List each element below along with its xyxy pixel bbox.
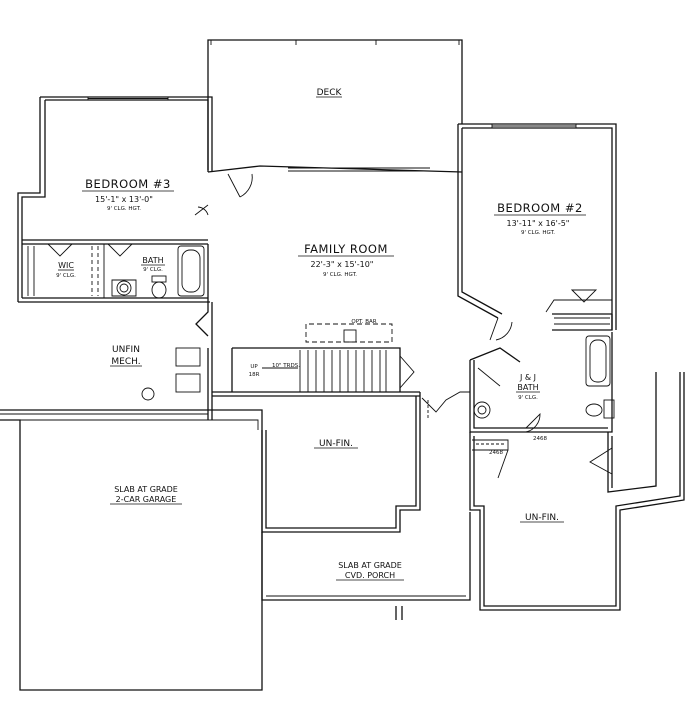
bath-ceiling: 9' CLG. xyxy=(143,267,163,273)
bedroom-3-size: 15'-1" x 13'-0" xyxy=(95,195,153,204)
mech-unit-1 xyxy=(175,347,201,367)
unfin-center-label: UN-FIN. xyxy=(319,439,353,449)
stairs-risers: 18R xyxy=(249,372,260,378)
jj-bath-ceiling: 9' CLG. xyxy=(518,395,538,401)
porch-line1: SLAB AT GRADE xyxy=(338,561,402,570)
door-code-1: 2468 xyxy=(533,436,547,442)
jj-bath-line2: BATH xyxy=(517,383,538,392)
jj-bath-line1: J & J xyxy=(519,373,536,382)
unfin-right-walls xyxy=(469,372,685,611)
bedroom-2-ceiling: 9' CLG. HGT. xyxy=(521,230,555,236)
bedroom-2-walls xyxy=(457,123,617,341)
wic-ceiling: 9' CLG. xyxy=(56,273,76,279)
deck-label: DECK xyxy=(317,88,343,98)
unfin-mech-line2: MECH. xyxy=(111,357,140,367)
bedroom-3-walls xyxy=(17,96,213,303)
garage-line1: SLAB AT GRADE xyxy=(114,485,178,494)
family-room-ceiling: 9' CLG. HGT. xyxy=(323,272,357,278)
family-room-walls xyxy=(195,165,463,420)
stairs-up: UP xyxy=(250,364,258,370)
family-room-size: 22'-3" x 15'-10" xyxy=(311,260,374,269)
wic-closet xyxy=(27,243,105,298)
opt-bar xyxy=(305,323,393,343)
opt-bar-label: OPT. BAR xyxy=(351,319,376,325)
unfin-mech-line1: UNFIN xyxy=(112,345,140,355)
bath-name: BATH xyxy=(142,256,163,265)
deck-outline xyxy=(207,39,463,170)
stairs xyxy=(231,347,415,392)
bedroom-3-ceiling: 9' CLG. HGT. xyxy=(107,206,141,212)
stairs-treads: 10" TRDS. xyxy=(272,363,300,369)
door-code-2: 2468 xyxy=(489,450,503,456)
garage-walls xyxy=(0,409,263,691)
unfin-center-walls xyxy=(261,391,470,533)
garage-line2: 2-CAR GARAGE xyxy=(116,495,177,504)
unfin-right-label: UN-FIN. xyxy=(525,513,559,523)
water-heater-icon xyxy=(141,387,155,401)
porch-line2: CVD. PORCH xyxy=(345,571,395,580)
bath-fixtures xyxy=(107,243,205,299)
family-room-name: FAMILY ROOM xyxy=(304,242,388,256)
bedroom-3-name: BEDROOM #3 xyxy=(85,177,171,191)
bedroom-2-size: 13'-11" x 16'-5" xyxy=(507,219,570,228)
mech-unit-2 xyxy=(175,373,201,393)
wic-name: WIC xyxy=(58,261,74,270)
porch-walls xyxy=(261,512,471,690)
bedroom-2-name: BEDROOM #2 xyxy=(497,201,583,215)
jj-bath xyxy=(469,332,615,433)
